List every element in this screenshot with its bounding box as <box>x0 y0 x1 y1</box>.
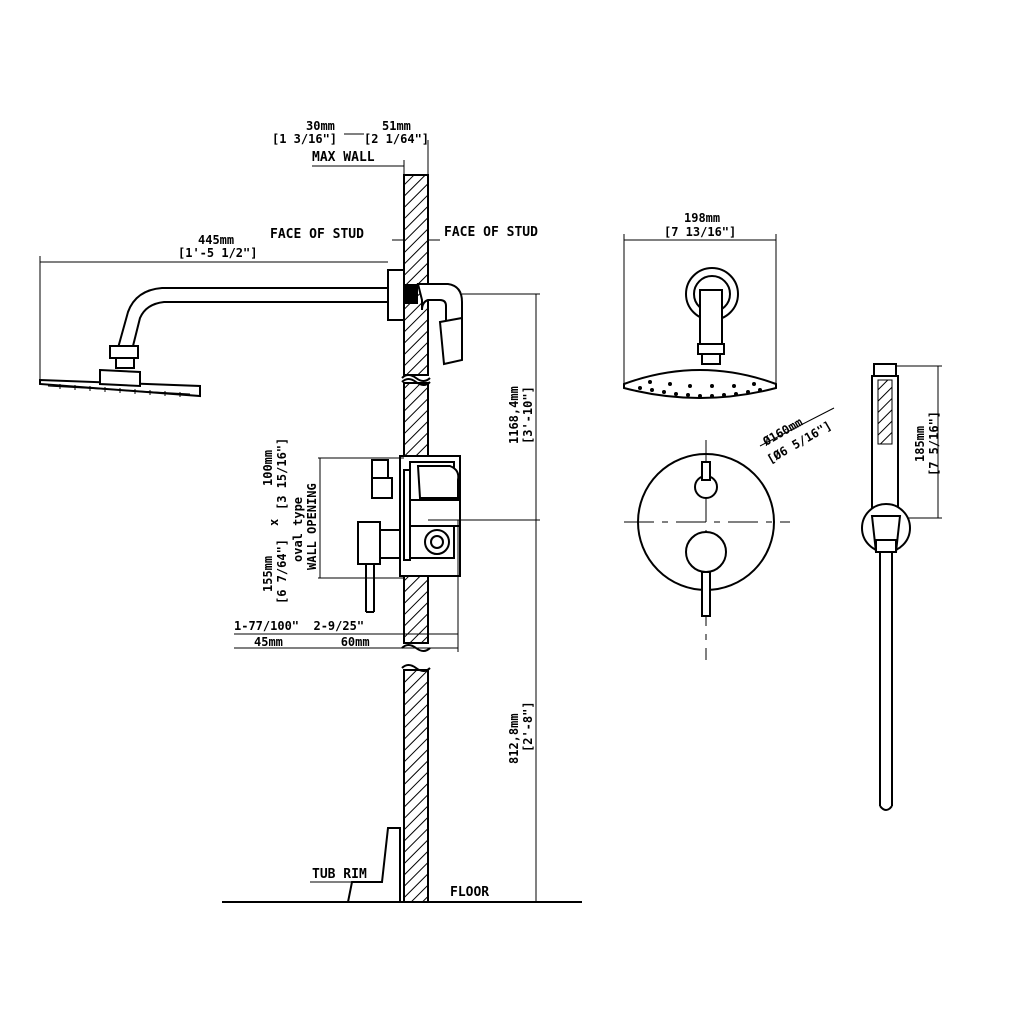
tub-rim <box>310 827 401 903</box>
max-wall-b-mm: 51mm <box>382 119 411 133</box>
hand-len-in: [7 5/16"] <box>927 411 941 476</box>
side-view <box>39 133 582 903</box>
wall-section <box>401 174 431 903</box>
valve-height-mm: 812,8mm <box>507 713 521 764</box>
labels: 30mm 51mm [1 3/16"] [2 1/64"] MAX WALL F… <box>178 119 941 900</box>
shower-head-front-view <box>623 234 777 399</box>
valve-body-side <box>357 455 461 613</box>
arm-length-mm: 445mm <box>198 233 234 247</box>
depth-in: 1-77/100" 2-9/25" <box>234 619 364 633</box>
shower-head-nozzles <box>638 380 762 398</box>
opening-height-in: [3 15/16"] <box>275 438 289 510</box>
oval-type-label: oval type <box>291 497 305 562</box>
tub-rim-label: TUB RIM <box>312 867 367 882</box>
wall-opening-label: WALL OPENING <box>305 483 319 570</box>
head-height-mm: 1168,4mm <box>507 386 521 444</box>
max-wall-a-in: [1 3/16"] <box>272 132 337 146</box>
drop-ear-elbow <box>404 283 463 366</box>
face-of-stud-left: FACE OF STUD <box>270 227 364 242</box>
valve-height-in: [2'-8"] <box>521 701 535 752</box>
opening-width-mm: 155mm <box>261 556 275 592</box>
valve-trim-front-view <box>624 407 835 660</box>
opening-height-mm: 100mm <box>261 450 275 486</box>
max-wall-label: MAX WALL <box>312 150 375 165</box>
max-wall-a-mm: 30mm <box>306 119 335 133</box>
head-dia-in: [7 13/16"] <box>664 225 736 239</box>
side-dimensions <box>39 133 540 902</box>
head-height-in: [3'-10"] <box>521 386 535 444</box>
face-of-stud-right: FACE OF STUD <box>444 225 538 240</box>
head-dia-mm: 198mm <box>684 211 720 225</box>
shower-head-side-nozzles <box>47 384 191 397</box>
depth-mm: 45mm 60mm <box>254 635 370 649</box>
hand-len-mm: 185mm <box>913 426 927 462</box>
opening-width-in: [6 7/64"] <box>275 539 289 604</box>
arm-length-in: [1'-5 1/2"] <box>178 246 257 260</box>
shower-arm <box>39 269 405 398</box>
opening-times: x <box>267 519 281 526</box>
floor-label: FLOOR <box>450 885 489 900</box>
max-wall-b-in: [2 1/64"] <box>364 132 429 146</box>
hand-shower-view <box>861 363 942 811</box>
